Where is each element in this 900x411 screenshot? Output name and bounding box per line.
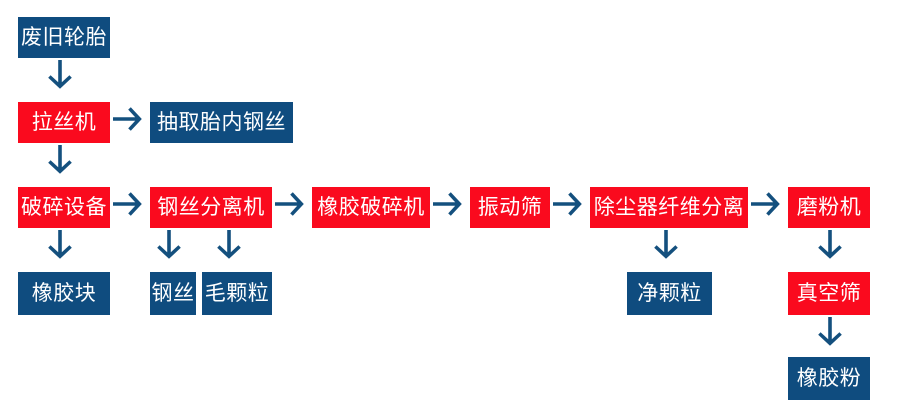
arrow-down-icon [155, 230, 183, 266]
flow-node-crushing-equipment: 破碎设备 [18, 187, 110, 228]
flow-node-bead-wire-extract: 抽取胎内钢丝 [150, 102, 293, 143]
flow-node-rubber-powder: 橡胶粉 [788, 357, 870, 400]
flow-node-rubber-crusher: 橡胶破碎机 [312, 187, 430, 228]
flow-node-vibrating-screen: 振动筛 [470, 187, 550, 228]
arrow-down-icon [816, 230, 844, 266]
flow-node-label: 毛颗粒 [204, 282, 270, 305]
arrow-right-icon [553, 190, 589, 218]
arrow-right-icon [751, 190, 787, 218]
flow-node-clean-granule: 净颗粒 [627, 272, 712, 315]
arrow-right-icon [275, 190, 311, 218]
arrow-down-icon [652, 230, 680, 266]
arrow-down-icon [46, 230, 74, 266]
flow-node-label: 磨粉机 [796, 196, 862, 219]
flow-node-grinding-mill: 磨粉机 [788, 187, 870, 228]
flow-node-label: 抽取胎内钢丝 [157, 111, 286, 134]
flow-node-label: 钢丝分离机 [157, 196, 265, 219]
arrow-down-icon [816, 317, 844, 353]
flow-node-steel-wire-separator: 钢丝分离机 [150, 187, 272, 228]
flow-node-wire-drawing-machine: 拉丝机 [18, 102, 110, 143]
arrow-down-icon [46, 145, 74, 181]
flow-node-label: 真空筛 [796, 282, 862, 305]
arrow-down-icon [215, 230, 243, 266]
arrow-right-icon [113, 105, 149, 133]
flow-node-rubber-block: 橡胶块 [18, 272, 110, 315]
flow-node-vacuum-screen: 真空筛 [788, 272, 870, 315]
flow-node-label: 净颗粒 [637, 282, 702, 305]
flow-node-label: 破碎设备 [21, 196, 107, 219]
arrow-right-icon [433, 190, 469, 218]
flow-node-label: 拉丝机 [31, 111, 97, 134]
flow-node-waste-tire: 废旧轮胎 [18, 17, 110, 58]
flow-node-hairy-granule: 毛颗粒 [202, 272, 272, 315]
flow-node-label: 钢丝 [151, 282, 195, 305]
flow-node-label: 橡胶破碎机 [317, 196, 425, 219]
flow-node-label: 橡胶粉 [796, 367, 862, 390]
flow-node-label: 振动筛 [477, 196, 543, 219]
flow-node-dust-fiber-separator: 除尘器纤维分离 [590, 187, 748, 228]
arrow-down-icon [46, 60, 74, 96]
flow-node-label: 橡胶块 [31, 282, 97, 305]
flow-node-label: 废旧轮胎 [21, 26, 107, 49]
flow-node-label: 除尘器纤维分离 [593, 196, 745, 219]
arrow-right-icon [113, 190, 149, 218]
flow-node-steel-wire: 钢丝 [150, 272, 196, 315]
